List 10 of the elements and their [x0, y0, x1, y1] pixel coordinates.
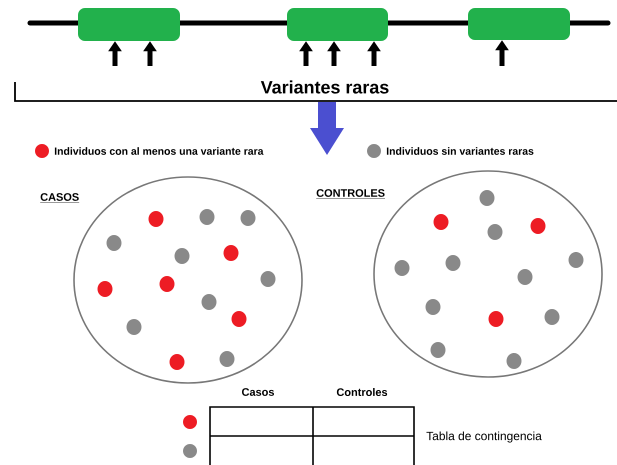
exon-box	[78, 8, 180, 41]
legend-text: Individuos sin variantes raras	[386, 147, 534, 155]
table-caption: Tabla de contingencia	[426, 431, 542, 443]
group-heading: CASOS	[40, 193, 80, 202]
exon-box	[287, 8, 388, 41]
legend-text: Individuos con al menos una variante rara	[54, 147, 264, 155]
group-heading: CONTROLES	[316, 189, 386, 198]
column-header: Controles	[336, 388, 388, 396]
exon-box	[468, 8, 570, 40]
section-title: Variantes raras	[260, 80, 389, 94]
